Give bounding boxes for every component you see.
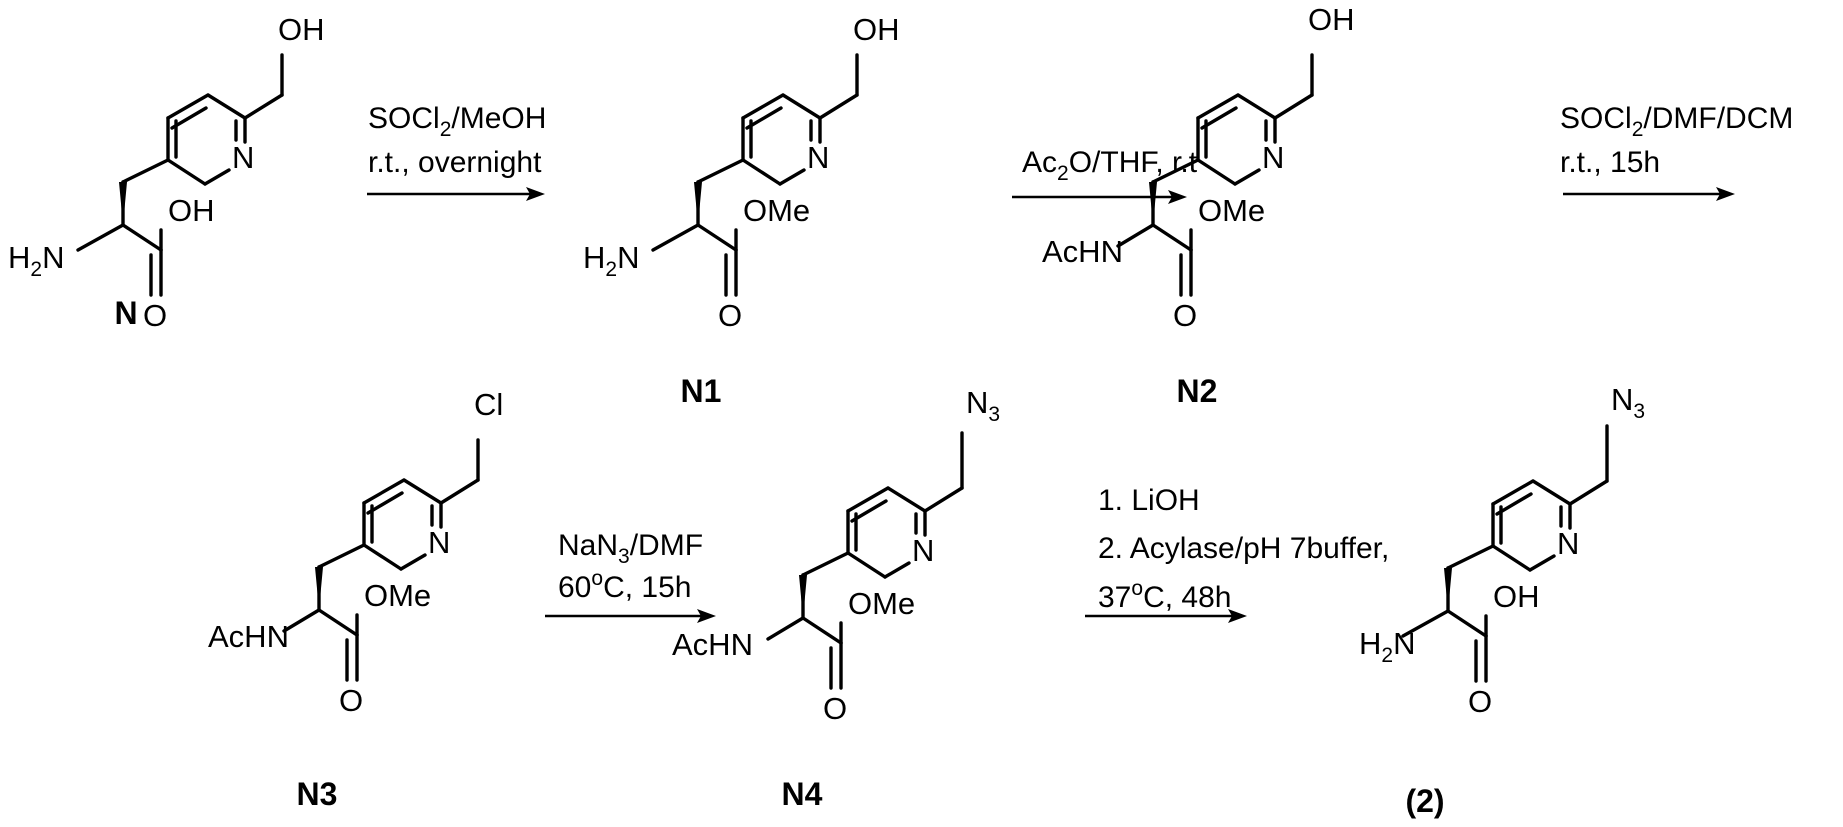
carbonyl-oxygen: O: [823, 691, 847, 726]
carbonyl-oxygen: O: [339, 683, 363, 718]
atom-top: OH: [1308, 2, 1355, 37]
reaction-arrow-step2: Ac2O/THF, r.t: [1012, 146, 1198, 204]
azide-group: N3: [1611, 382, 1645, 423]
reaction-arrow-step3: SOCl2/DMF/DCM r.t., 15h: [1560, 102, 1793, 201]
amide-group: AcHN: [208, 619, 289, 654]
carbonyl-oxygen: O: [718, 298, 742, 333]
arrow-condition-line1: SOCl2/MeOH: [368, 102, 546, 141]
compound-label: N4: [782, 776, 823, 812]
arrow-condition-line2: 2. Acylase/pH 7buffer,: [1098, 532, 1389, 565]
arrow-condition-line1: SOCl2/DMF/DCM: [1560, 102, 1793, 141]
acid-hydroxyl: OH: [1493, 579, 1540, 614]
arrow-condition-line1: NaN3/DMF: [558, 529, 703, 568]
atom-top: OH: [853, 12, 900, 47]
azide-group: N3: [966, 385, 1000, 426]
compound-label: (2): [1405, 783, 1444, 819]
reaction-arrow-step5: 1. LiOH 2. Acylase/pH 7buffer, 37oC, 48h: [1085, 484, 1389, 623]
amine-group: H2N: [8, 240, 64, 281]
ring-nitrogen: N: [1557, 526, 1579, 561]
compound-N1: OH N H2N OMe O N1: [583, 12, 900, 409]
ring-nitrogen: N: [428, 525, 450, 560]
arrow-condition-line1: Ac2O/THF, r.t: [1022, 146, 1198, 185]
arrow-condition-line2: r.t., 15h: [1560, 146, 1660, 179]
amide-group: AcHN: [672, 627, 753, 662]
amide-group: AcHN: [1042, 234, 1123, 269]
arrow-condition-line1: 1. LiOH: [1098, 484, 1200, 517]
compound-N: OH N H2N OH O N: [8, 12, 325, 333]
compound-label: N3: [297, 776, 338, 812]
ring-nitrogen: N: [807, 140, 829, 175]
ester-group: OMe: [364, 578, 431, 613]
carbonyl-oxygen: O: [1173, 298, 1197, 333]
ring-nitrogen: N: [1262, 140, 1284, 175]
compound-label: N: [114, 295, 137, 331]
carbonyl-oxygen: O: [143, 298, 167, 333]
ring-nitrogen: N: [232, 140, 254, 175]
compound-2: N3 N H2N OH O (2): [1359, 382, 1645, 819]
compound-label: N1: [681, 373, 722, 409]
compound-label: N2: [1177, 373, 1218, 409]
ring-nitrogen: N: [912, 533, 934, 568]
acid-hydroxyl: OH: [168, 193, 215, 228]
arrow-condition-line2: r.t., overnight: [368, 146, 542, 179]
ester-group: OMe: [848, 586, 915, 621]
compound-N3: Cl N AcHN OMe O N3: [208, 387, 503, 812]
reaction-arrow-step4: NaN3/DMF 60oC, 15h: [545, 529, 716, 623]
carbonyl-oxygen: O: [1468, 684, 1492, 719]
compound-N2: OH N AcHN OMe O N2: [1042, 2, 1355, 409]
ester-group: OMe: [1198, 193, 1265, 228]
atom-top: Cl: [474, 387, 503, 422]
amine-group: H2N: [1359, 626, 1415, 667]
amine-group: H2N: [583, 240, 639, 281]
reaction-arrow-step1: SOCl2/MeOH r.t., overnight: [367, 102, 546, 201]
compound-N4: N3 N AcHN OMe O N4: [672, 385, 1000, 812]
ester-group: OMe: [743, 193, 810, 228]
arrow-condition-line2: 60oC, 15h: [558, 567, 691, 604]
atom-top: OH: [278, 12, 325, 47]
arrow-condition-line3: 37oC, 48h: [1098, 577, 1231, 614]
